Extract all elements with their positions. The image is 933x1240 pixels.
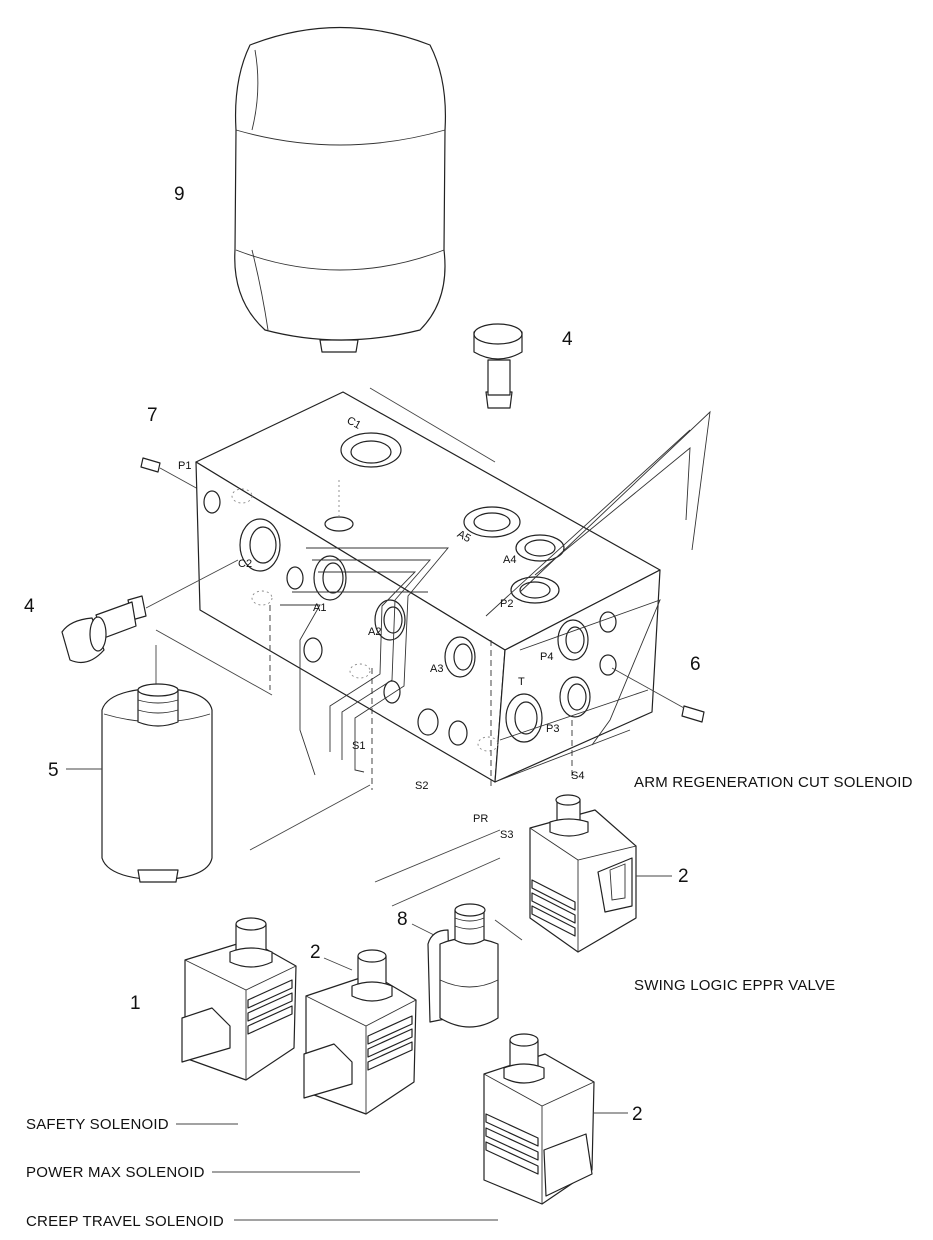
solenoid-center [303, 949, 417, 1115]
eppr-valve [427, 903, 499, 1028]
port-label-a2: A2 [368, 626, 381, 638]
part-number-solenoid-center: 2 [310, 942, 321, 963]
port-label-p3: P3 [546, 723, 559, 735]
port-label-p4: P4 [540, 651, 553, 663]
small-plug-right [681, 705, 705, 723]
label-swing-logic-eppr-valve: SWING LOGIC EPPR VALVE [634, 977, 835, 994]
part-number-solenoid-right: 2 [678, 866, 689, 887]
plug-bolt-left [61, 595, 147, 663]
port-label-s2: S2 [415, 780, 428, 792]
port-label-p2: P2 [500, 598, 513, 610]
port-label-p1: P1 [178, 460, 191, 472]
filter-element [101, 683, 213, 883]
part-number-filter: 5 [48, 760, 59, 781]
part-number-solenoid-bottom: 2 [632, 1104, 643, 1125]
port-label-pr: PR [473, 813, 488, 825]
port-label-s4: S4 [571, 770, 584, 782]
solenoid-right [529, 794, 637, 953]
port-label-t: T [518, 676, 525, 688]
part-number-plug-small-left: 7 [147, 405, 158, 426]
part-number-plug-small-right: 6 [690, 654, 701, 675]
port-label-c1: C1 [345, 415, 363, 432]
port-label-s3: S3 [500, 829, 513, 841]
accumulator [234, 26, 446, 353]
port-label-a4: A4 [503, 554, 516, 566]
manifold-block [195, 391, 711, 790]
part-number-eppr-valve: 8 [397, 909, 408, 930]
solenoid-left [181, 917, 297, 1081]
part-number-accumulator: 9 [174, 184, 185, 205]
port-label-a5: A5 [455, 528, 473, 545]
port-label-c2: C2 [238, 558, 252, 570]
plug-bolt-top [473, 323, 523, 409]
port-label-a1: A1 [313, 602, 326, 614]
solenoid-bottom [483, 1033, 595, 1205]
part-number-solenoid-left: 1 [130, 993, 141, 1014]
small-plug-left [140, 457, 161, 473]
label-creep-travel-solenoid: CREEP TRAVEL SOLENOID [26, 1213, 224, 1230]
label-arm-regeneration-cut-solenoid: ARM REGENERATION CUT SOLENOID [634, 774, 913, 791]
part-number-plug-bolt-top: 4 [562, 329, 573, 350]
part-number-plug-bolt-left: 4 [24, 596, 35, 617]
label-safety-solenoid: SAFETY SOLENOID [26, 1116, 169, 1133]
label-power-max-solenoid: POWER MAX SOLENOID [26, 1164, 205, 1181]
port-label-s1: S1 [352, 740, 365, 752]
port-label-a3: A3 [430, 663, 443, 675]
